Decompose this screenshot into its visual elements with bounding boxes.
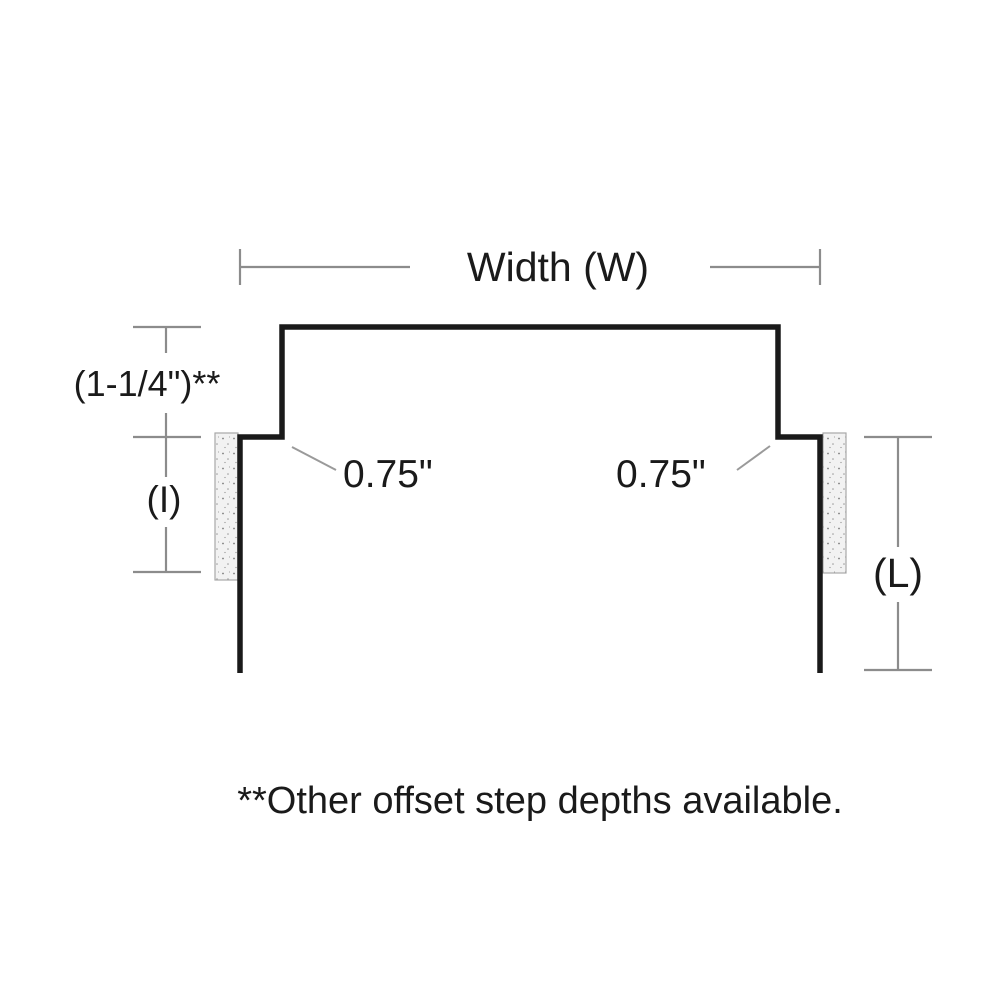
width-dimension: Width (W) <box>238 244 822 290</box>
leg-length-label: (L) <box>873 550 923 596</box>
left-step-label: 0.75" <box>343 453 433 496</box>
profile-outline <box>237 324 823 673</box>
leg-length-dimension: (L) <box>864 435 932 672</box>
inner-height-label: (I) <box>147 479 182 520</box>
left-step-leader <box>291 446 337 471</box>
width-dimension-label: Width (W) <box>467 244 649 290</box>
inner-height-dimension: (I) <box>133 437 201 574</box>
left-step-callout: 0.75" <box>291 446 433 496</box>
footnote: **Other offset step depths available. <box>237 780 843 822</box>
right-step-label: 0.75" <box>616 453 706 496</box>
right-step-leader <box>736 445 771 471</box>
offset-depth-label: (1-1/4")** <box>74 363 221 404</box>
offset-depth-dimension: (1-1/4")** <box>74 325 221 439</box>
right-wall-hatch <box>822 432 847 574</box>
right-step-callout: 0.75" <box>616 445 771 496</box>
left-wall-hatch <box>214 432 239 581</box>
